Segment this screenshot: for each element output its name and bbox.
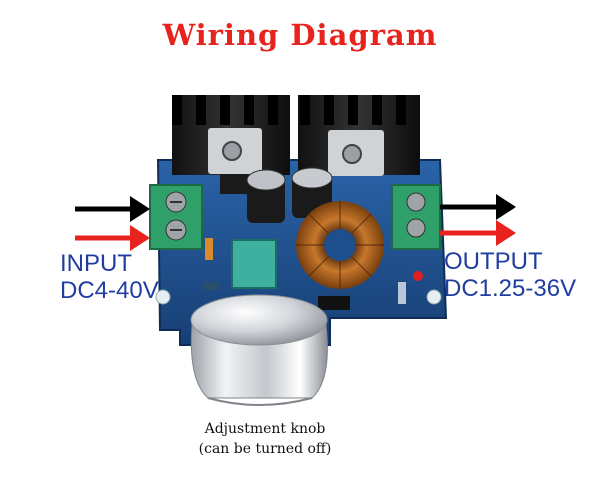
input-title: INPUT bbox=[60, 250, 132, 277]
knob-caption: Adjustment knob (can be turned off) bbox=[120, 419, 410, 459]
resistor-2 bbox=[398, 282, 406, 304]
knob-caption-line2: (can be turned off) bbox=[198, 441, 332, 457]
capacitor-1 bbox=[246, 169, 286, 223]
inductor-coil bbox=[296, 201, 384, 289]
heatsink-right bbox=[298, 95, 420, 176]
output-label: OUTPUT DC1.25-36V bbox=[444, 248, 576, 302]
output-terminal-block bbox=[391, 184, 441, 250]
potentiometer bbox=[231, 239, 277, 289]
heatsink-left bbox=[172, 95, 290, 194]
adjustment-knob bbox=[190, 294, 328, 406]
output-wire-positive bbox=[440, 220, 516, 246]
diode-1 bbox=[205, 238, 213, 260]
diode-2 bbox=[318, 296, 350, 310]
output-voltage: DC1.25-36V bbox=[444, 275, 577, 302]
knob-caption-line1: Adjustment knob bbox=[204, 421, 326, 437]
output-wire-negative bbox=[440, 194, 516, 220]
led-indicator bbox=[413, 271, 423, 281]
input-label: INPUT DC4-40V bbox=[60, 250, 159, 304]
diagram-title: Wiring Diagram bbox=[162, 18, 438, 52]
input-wire-negative bbox=[75, 196, 150, 222]
output-title: OUTPUT bbox=[444, 248, 543, 275]
input-wire-positive bbox=[75, 225, 150, 251]
resistor-1 bbox=[203, 282, 219, 290]
input-voltage: DC4-40V bbox=[60, 277, 159, 304]
input-terminal-block bbox=[149, 184, 203, 250]
